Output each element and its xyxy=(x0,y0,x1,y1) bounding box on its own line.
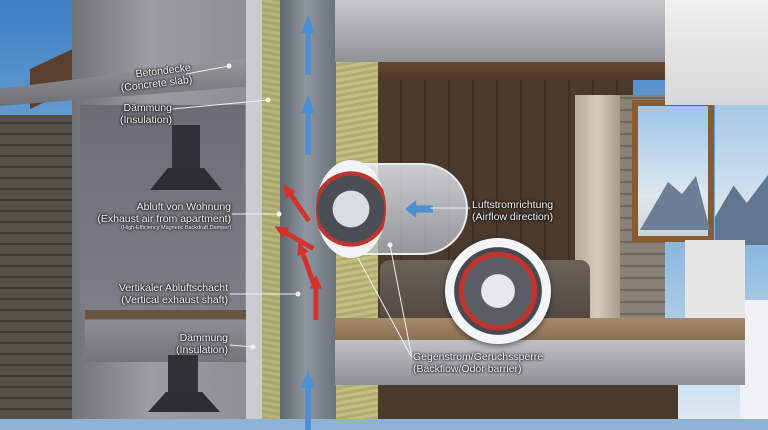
lower-room xyxy=(378,385,678,419)
label-airflow-direction: Luftstromrichtung (Airflow direction) xyxy=(472,199,554,223)
damper-detail-inset xyxy=(445,238,551,344)
white-wall-balcony xyxy=(685,240,745,330)
leader-lines xyxy=(171,63,470,359)
range-hood-upper xyxy=(172,125,200,170)
label-en: (Insulation) xyxy=(176,343,228,356)
label-de: Luftstromrichtung xyxy=(472,199,554,211)
label-de: Gegenstrom/Geruchssperre xyxy=(413,351,544,363)
label-insulation-top: Dämmung (Insulation) xyxy=(120,102,172,126)
label-de: Dämmung xyxy=(179,332,228,344)
label-de: Dämmung xyxy=(123,102,172,114)
insulation-layer-left xyxy=(262,0,280,419)
range-hood-upper-base xyxy=(150,168,222,190)
label-en: (Insulation) xyxy=(120,113,172,126)
wall-column xyxy=(246,0,264,419)
label-vertical-shaft: Vertikaler Abluftschacht (Vertical exhau… xyxy=(118,282,228,306)
stone-wall-left xyxy=(0,115,75,419)
wooden-floor xyxy=(335,318,745,340)
label-en: (Exhaust air from apartment) xyxy=(97,212,231,225)
label-note: (High-Efficiency Magnetic Backdraft Damp… xyxy=(121,225,231,231)
range-hood-lower xyxy=(168,355,198,395)
label-en: (Airflow direction) xyxy=(472,210,554,223)
label-backflow-barrier: Gegenstrom/Geruchssperre (Backflow/Odor … xyxy=(413,351,544,375)
label-de: Abluft von Wohnung xyxy=(136,201,231,213)
label-en: (Vertical exhaust shaft) xyxy=(121,293,228,306)
concrete-slab-right-lower xyxy=(335,340,745,385)
white-wall-right xyxy=(665,0,768,105)
damper-flap-ring xyxy=(316,160,386,258)
label-exhaust-air: Abluft von Wohnung (Exhaust air from apa… xyxy=(97,201,231,232)
concrete-slab-right-top xyxy=(335,0,680,62)
label-insulation-bottom: Dämmung (Insulation) xyxy=(176,332,228,356)
range-hood-lower-base xyxy=(148,392,220,412)
label-de: Vertikaler Abluftschacht xyxy=(118,282,228,294)
apartment-room-left xyxy=(80,105,245,310)
label-en: (Backflow/Odor barrier) xyxy=(413,362,522,375)
